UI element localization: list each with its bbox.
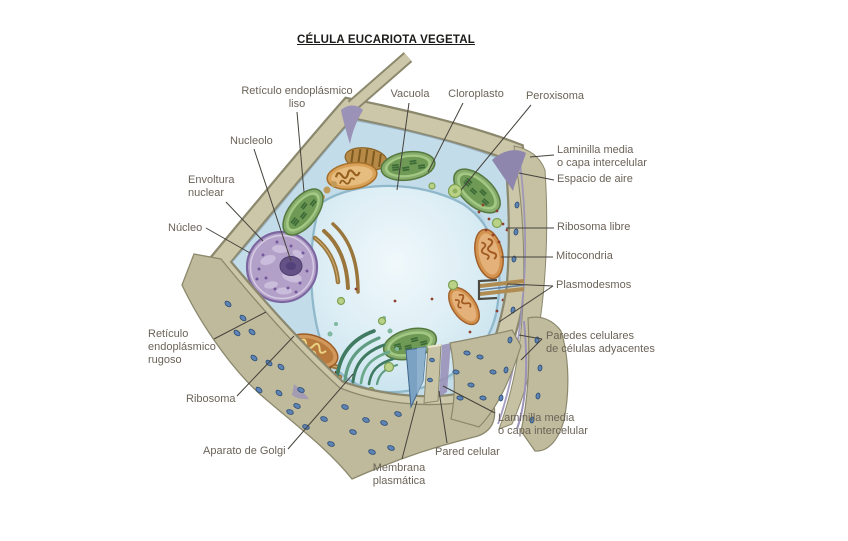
label-line: Envoltura <box>188 174 235 186</box>
leader-line-cloroplasto <box>427 102 464 173</box>
chromatin-speckles <box>255 240 309 294</box>
label-line: Vacuola <box>390 88 430 100</box>
label-line: plasmática <box>372 475 426 487</box>
leader-line-ribosoma <box>236 335 295 397</box>
middle-lamella-gap <box>516 320 528 430</box>
label-line: o capa intercelular <box>498 425 588 437</box>
page-title: CÉLULA EUCARIOTA VEGETAL <box>297 34 475 46</box>
label-nucleolo: Nucleolo <box>230 135 273 148</box>
label-line: nuclear <box>188 187 225 199</box>
leader-line-peroxisoma <box>460 104 532 191</box>
label-line: Ribosoma libre <box>557 221 631 233</box>
label-line: liso <box>288 98 306 110</box>
label-vacuola: Vacuola <box>391 88 430 101</box>
label-line: Nucleolo <box>230 135 273 147</box>
label-pared-celular: Pared celular <box>435 446 500 459</box>
foreground-walls <box>181 201 569 480</box>
label-line: Laminilla media <box>557 144 634 156</box>
label-line: Mitocondria <box>556 250 613 262</box>
leader-line-nucleolo <box>253 148 292 262</box>
label-line: Retículo <box>148 328 189 340</box>
leader-line-reticulo-endoplasmico-rugoso <box>213 311 267 340</box>
label-mitocondria: Mitocondria <box>556 250 613 263</box>
middle-lamella-right <box>497 161 527 425</box>
leader-line-nucleo <box>205 227 251 254</box>
label-line: Plasmodesmos <box>556 279 632 291</box>
label-line: Aparato de Golgi <box>203 445 286 457</box>
label-line: Pared celular <box>435 446 500 458</box>
label-line: Membrana <box>372 462 426 474</box>
label-line: Núcleo <box>168 222 203 234</box>
label-line: Paredes celulares <box>546 330 635 342</box>
label-line: Retículo endoplásmico <box>241 85 353 97</box>
label-line: rugoso <box>148 354 182 366</box>
nucleus <box>245 230 319 304</box>
label-line: Ribosoma <box>186 393 236 405</box>
label-nucleo: Núcleo <box>168 222 202 235</box>
leader-line-aparato-de-golgi <box>287 373 354 450</box>
label-ribosoma: Ribosoma <box>186 393 236 406</box>
label-aparato-de-golgi: Aparato de Golgi <box>203 445 286 458</box>
plasmodesmata-dots <box>224 201 543 455</box>
mitochondrion <box>474 228 504 280</box>
leader-line-laminilla-media-superior <box>529 154 555 158</box>
label-line: Cloroplasto <box>448 88 504 100</box>
label-plasmodesmos: Plasmodesmos <box>556 279 631 292</box>
smooth-er <box>326 161 378 191</box>
label-ribosoma-libre: Ribosoma libre <box>557 221 630 234</box>
label-line: Laminilla media <box>498 412 575 424</box>
leader-line-reticulo-endoplasmico-liso <box>296 111 305 193</box>
leader-line-laminilla-media-inferior <box>442 385 496 414</box>
junction-lamella <box>341 105 363 144</box>
plasmodesmos-channel <box>477 278 525 301</box>
leader-line-envoltura-nuclear <box>225 201 264 242</box>
leader-line-membrana-plasmatica <box>401 400 418 460</box>
leader-line-paredes-celulares <box>518 334 543 340</box>
chloroplast <box>380 150 436 182</box>
leader-line-espacio-de-aire <box>518 172 555 181</box>
label-line: Peroxisoma <box>525 90 585 102</box>
label-peroxisoma: Peroxisoma <box>526 90 584 103</box>
leader-line-paredes-celulares <box>520 338 543 361</box>
label-line: de células adyacentes <box>546 343 655 355</box>
peroxisome-core <box>452 188 458 194</box>
leader-line-plasmodesmos <box>506 283 554 287</box>
leader-line-vacuola <box>396 102 410 191</box>
label-cloroplasto: Cloroplasto <box>448 88 504 101</box>
label-line: Espacio de aire <box>557 173 633 185</box>
label-line: endoplásmico <box>148 341 216 353</box>
right-wall-band <box>498 145 548 430</box>
air-space <box>341 105 526 191</box>
leader-line-pared-celular <box>438 390 448 444</box>
leader-lines <box>205 102 555 460</box>
middle-lamella-bottom <box>439 343 451 397</box>
chloroplast <box>282 188 324 236</box>
front-wall-mass <box>181 253 496 480</box>
label-espacio-de-aire: Espacio de aire <box>557 173 633 186</box>
label-line: o capa intercelular <box>557 157 647 169</box>
leader-line-plasmodesmos <box>498 285 554 323</box>
